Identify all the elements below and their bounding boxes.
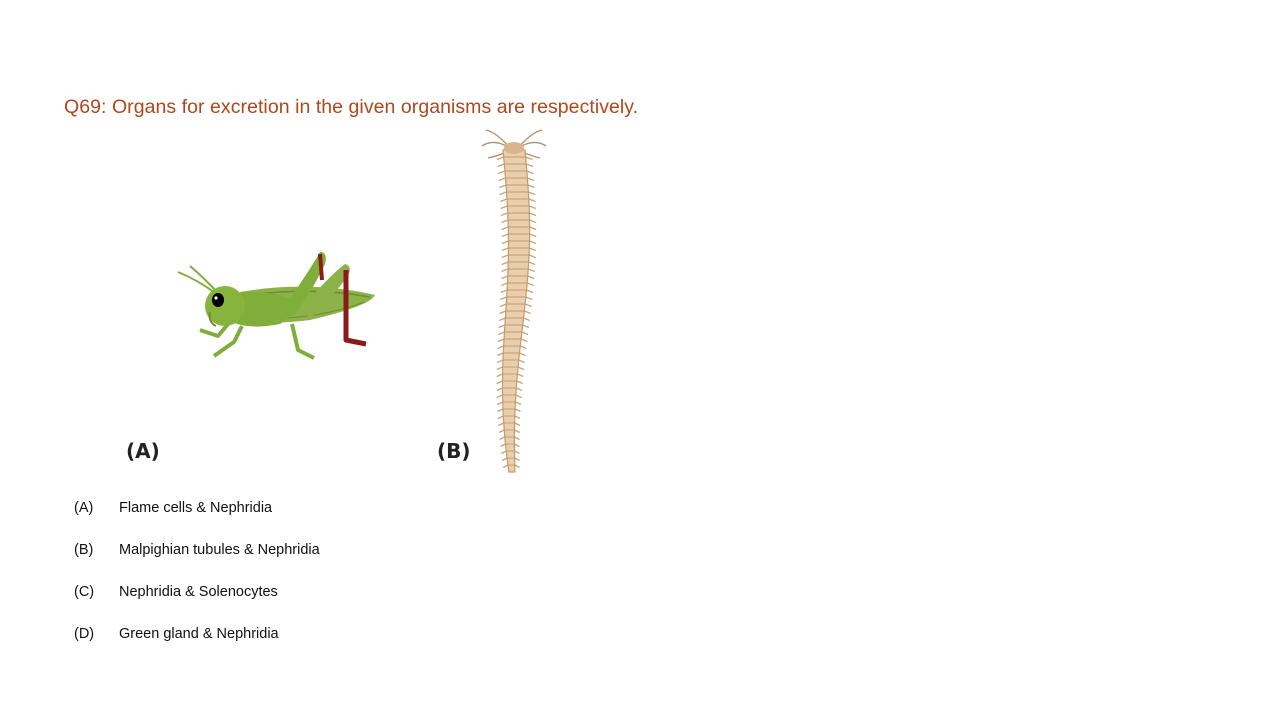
option-text: Green gland & Nephridia (119, 626, 279, 642)
polychaete-worm-illustration (481, 129, 547, 473)
option-letter: (A) (74, 500, 94, 516)
option-letter: (B) (74, 542, 94, 558)
grasshopper-illustration (177, 252, 375, 360)
answer-option[interactable]: (A) Flame cells & Nephridia (74, 500, 272, 516)
answer-option[interactable]: (B) Malpighian tubules & Nephridia (74, 542, 320, 558)
answer-option[interactable]: (C) Nephridia & Solenocytes (74, 584, 278, 600)
option-text: Malpighian tubules & Nephridia (119, 542, 320, 558)
option-text: Nephridia & Solenocytes (119, 584, 278, 600)
answer-option[interactable]: (D) Green gland & Nephridia (74, 626, 279, 642)
option-letter: (C) (74, 584, 95, 600)
question-text: Q69: Organs for excretion in the given o… (64, 96, 639, 118)
figure-a-label: (A) (126, 439, 160, 463)
figure-b-label: (B) (437, 439, 471, 463)
option-letter: (D) (74, 626, 95, 642)
option-text: Flame cells & Nephridia (119, 500, 273, 516)
